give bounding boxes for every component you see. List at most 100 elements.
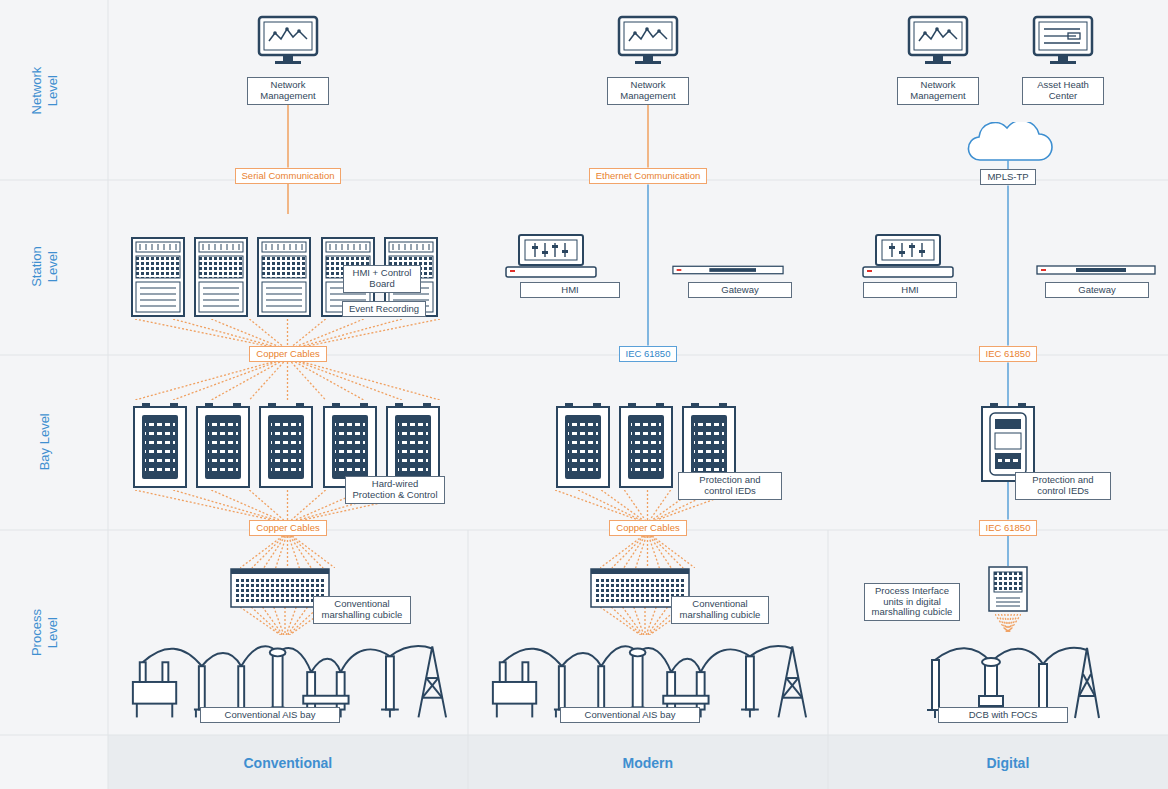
label-box: Conventional marshalling cubicle — [313, 596, 411, 624]
level-label: Process Level — [29, 597, 60, 667]
rack-icon — [195, 238, 247, 316]
box-text: Gateway — [1052, 285, 1142, 296]
cabinet-icon — [387, 403, 439, 487]
label-box: HMI + Control Board — [343, 265, 421, 293]
label-box: Hard-wired Protection & Control — [345, 476, 445, 504]
cable-fan — [240, 536, 335, 568]
monitor-icon — [909, 17, 967, 64]
link-line — [1007, 536, 1009, 566]
box-text: Event Recording — [349, 304, 419, 315]
cabinet-icon — [324, 403, 376, 487]
gateway-icon — [673, 266, 783, 273]
box-text: HMI + Control Board — [350, 268, 414, 290]
monitor-icon — [259, 17, 317, 64]
box-text: Network Management — [614, 80, 682, 102]
label-box: Event Recording — [342, 301, 426, 318]
box-text: Conventional marshalling cubicle — [678, 599, 762, 621]
hmi-icon — [863, 235, 953, 277]
label-box: IEC 61850 — [979, 520, 1038, 537]
label-box: HMI — [863, 282, 957, 299]
label-box: Protection and control IEDs — [1015, 472, 1111, 500]
label-box: Protection and control IEDs — [678, 472, 782, 500]
column-title: Modern — [623, 755, 674, 771]
label-box: MPLS-TP — [980, 169, 1035, 186]
box-text: HMI — [870, 285, 950, 296]
label-box: Conventional AIS bay — [200, 707, 340, 724]
box-text: Serial Communication — [242, 171, 335, 182]
label-box: Gateway — [688, 282, 792, 299]
box-text: IEC 61850 — [626, 349, 671, 360]
level-label: Network Level — [29, 55, 60, 125]
box-text: Conventional marshalling cubicle — [320, 599, 404, 621]
column-title-band — [0, 735, 1168, 789]
column-title: Conventional — [244, 755, 333, 771]
monitor-icon — [1034, 17, 1092, 64]
column-title: Digital — [987, 755, 1030, 771]
label-box: Ethernet Communication — [589, 168, 708, 185]
box-text: Conventional AIS bay — [567, 710, 693, 721]
rack-icon — [132, 238, 184, 316]
box-text: DCB with FOCS — [945, 710, 1061, 721]
box-text: Copper Cables — [616, 523, 679, 534]
cabinet-icon — [134, 403, 186, 487]
cabinet-icon — [557, 403, 609, 487]
label-box: DCB with FOCS — [938, 707, 1068, 724]
connector-line — [287, 105, 289, 168]
box-text: IEC 61850 — [986, 523, 1031, 534]
box-text: Conventional AIS bay — [207, 710, 333, 721]
label-box: Serial Communication — [235, 168, 342, 185]
box-text: Copper Cables — [256, 349, 319, 360]
corner-ground — [0, 735, 108, 789]
label-box: Asset Heath Center — [1022, 77, 1104, 105]
level-label: Station Level — [29, 231, 60, 301]
label-box: HMI — [520, 282, 620, 299]
box-text: Protection and control IEDs — [685, 475, 775, 497]
box-text: Protection and control IEDs — [1022, 475, 1104, 497]
box-text: MPLS-TP — [987, 172, 1028, 183]
label-box: Network Management — [897, 77, 979, 105]
cabinet-icon — [260, 403, 312, 487]
cabinet-icon — [620, 403, 672, 487]
connector-line — [647, 105, 649, 168]
cable-fan — [600, 536, 695, 568]
label-box: IEC 61850 — [619, 346, 678, 363]
box-text: Process Interface units in digital marsh… — [871, 586, 953, 619]
label-box: Network Management — [607, 77, 689, 105]
cabinet-icon — [197, 403, 249, 487]
cable-fan — [135, 362, 440, 400]
box-text: Copper Cables — [256, 523, 319, 534]
box-text: Asset Heath Center — [1029, 80, 1097, 102]
box-text: Network Management — [254, 80, 322, 102]
label-box: Process Interface units in digital marsh… — [864, 583, 960, 622]
cable-fan — [135, 319, 440, 347]
cloud-icon — [968, 121, 1052, 160]
piu-cabinet-icon — [989, 567, 1027, 611]
label-box: Conventional marshalling cubicle — [671, 596, 769, 624]
link-line — [287, 184, 289, 214]
box-text: Hard-wired Protection & Control — [352, 479, 438, 501]
box-text: IEC 61850 — [986, 349, 1031, 360]
box-text: Gateway — [695, 285, 785, 296]
label-box: IEC 61850 — [979, 346, 1038, 363]
level-label: Bay Level — [37, 407, 53, 477]
connector-line — [647, 184, 649, 345]
box-text: Network Management — [904, 80, 972, 102]
gateway-icon — [1037, 266, 1155, 274]
rack-icon — [258, 238, 310, 316]
box-text: Ethernet Communication — [596, 171, 701, 182]
label-box: Conventional AIS bay — [560, 707, 700, 724]
label-box: Network Management — [247, 77, 329, 105]
label-box: Copper Cables — [609, 520, 686, 537]
label-box: Copper Cables — [249, 520, 326, 537]
connector-line — [1007, 185, 1009, 345]
hmi-icon — [506, 235, 596, 277]
cabinet-icon — [982, 403, 1034, 481]
monitor-icon — [619, 17, 677, 64]
cable-fan — [995, 614, 1021, 632]
box-text: HMI — [527, 285, 613, 296]
label-box: Gateway — [1045, 282, 1149, 299]
